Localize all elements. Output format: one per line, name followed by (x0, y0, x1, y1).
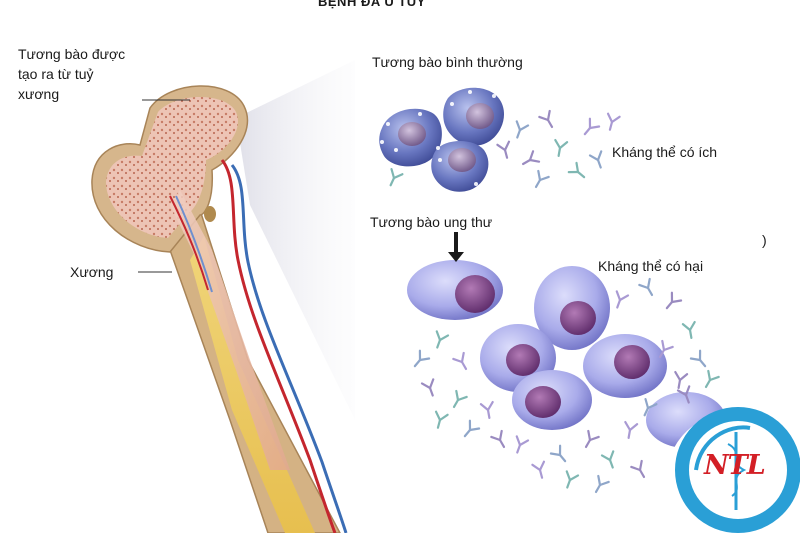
zoom-beam (236, 60, 355, 420)
antibody-icon (434, 410, 449, 429)
antibody-icon (515, 435, 530, 454)
antibody-icon (565, 470, 580, 489)
antibody-icon (534, 169, 550, 189)
antibody-icon (630, 459, 646, 479)
antibody-icon (452, 351, 468, 371)
antibody-icon (538, 109, 554, 129)
cell-granule (394, 148, 398, 152)
cell-granule (468, 90, 472, 94)
antibody-icon (676, 385, 691, 404)
cancer-plasma-cells (407, 260, 726, 448)
label-bone: Xương (70, 264, 114, 280)
antibody-icon (643, 398, 658, 417)
antibody-icon (531, 460, 546, 479)
antibody-icon (389, 168, 404, 187)
antibody-icon (600, 450, 615, 469)
stray-parenthesis: ) (762, 232, 767, 248)
antibody-icon (704, 369, 720, 389)
arrow-down-icon (448, 232, 464, 262)
antibody-icon (583, 117, 601, 136)
antibody-icon (420, 378, 435, 397)
antibody-icon (624, 420, 639, 439)
label-plasma-origin-line3: xương (18, 86, 60, 102)
label-plasma-origin: Tương bào được tạo ra từ tuỷ xương (18, 44, 178, 104)
antibody-icon (463, 419, 481, 438)
antibody-icon (588, 150, 603, 169)
bone (91, 85, 348, 533)
antibody-icon (567, 161, 586, 179)
diagram-title: BỆNH ĐA U TUỶ (318, 0, 426, 9)
antibody-icon (689, 349, 707, 368)
cell-granule (490, 168, 494, 172)
antibody-icon (435, 330, 450, 349)
antibodies (380, 90, 720, 494)
antibody-icon (674, 370, 689, 389)
antibody-icon (584, 429, 600, 449)
antibody-icon (549, 444, 567, 463)
cell-granule (386, 122, 390, 126)
cell-granule (474, 182, 478, 186)
label-normal-plasma: Tương bào bình thường (372, 54, 523, 70)
antibody-icon (638, 277, 654, 297)
cell-granule (502, 126, 506, 130)
antibody-icon (615, 290, 630, 309)
antibody-icon (606, 112, 621, 131)
normal-plasma-cells (379, 87, 505, 192)
cell-granule (438, 158, 442, 162)
label-plasma-origin-line2: tạo ra từ tuỷ (18, 66, 94, 82)
antibody-icon (521, 150, 541, 166)
ntl-logo (668, 407, 800, 533)
antibody-icon (413, 349, 431, 368)
cell-granule (492, 94, 496, 98)
antibody-icon (681, 320, 696, 339)
cell-granule (418, 112, 422, 116)
cell-granule (396, 188, 400, 192)
antibody-icon (665, 291, 683, 310)
label-useful-antibody: Kháng thể có ích (612, 144, 718, 160)
cell-granule (380, 140, 384, 144)
antibody-icon (515, 120, 530, 139)
antibody-icon (496, 140, 511, 159)
label-cancer-plasma: Tương bào ung thư (370, 214, 493, 230)
logo-text: NTL (704, 450, 766, 481)
cell-granule (450, 102, 454, 106)
label-plasma-origin-line1: Tương bào được (18, 46, 126, 62)
label-harmful-antibody: Kháng thể có hại (598, 258, 704, 274)
antibody-icon (452, 389, 468, 409)
cell-granule (436, 146, 440, 150)
antibody-icon (658, 339, 674, 359)
antibody-icon (479, 400, 494, 419)
antibody-icon (490, 429, 506, 449)
antibody-icon (594, 474, 610, 494)
antibody-icon (554, 138, 569, 157)
